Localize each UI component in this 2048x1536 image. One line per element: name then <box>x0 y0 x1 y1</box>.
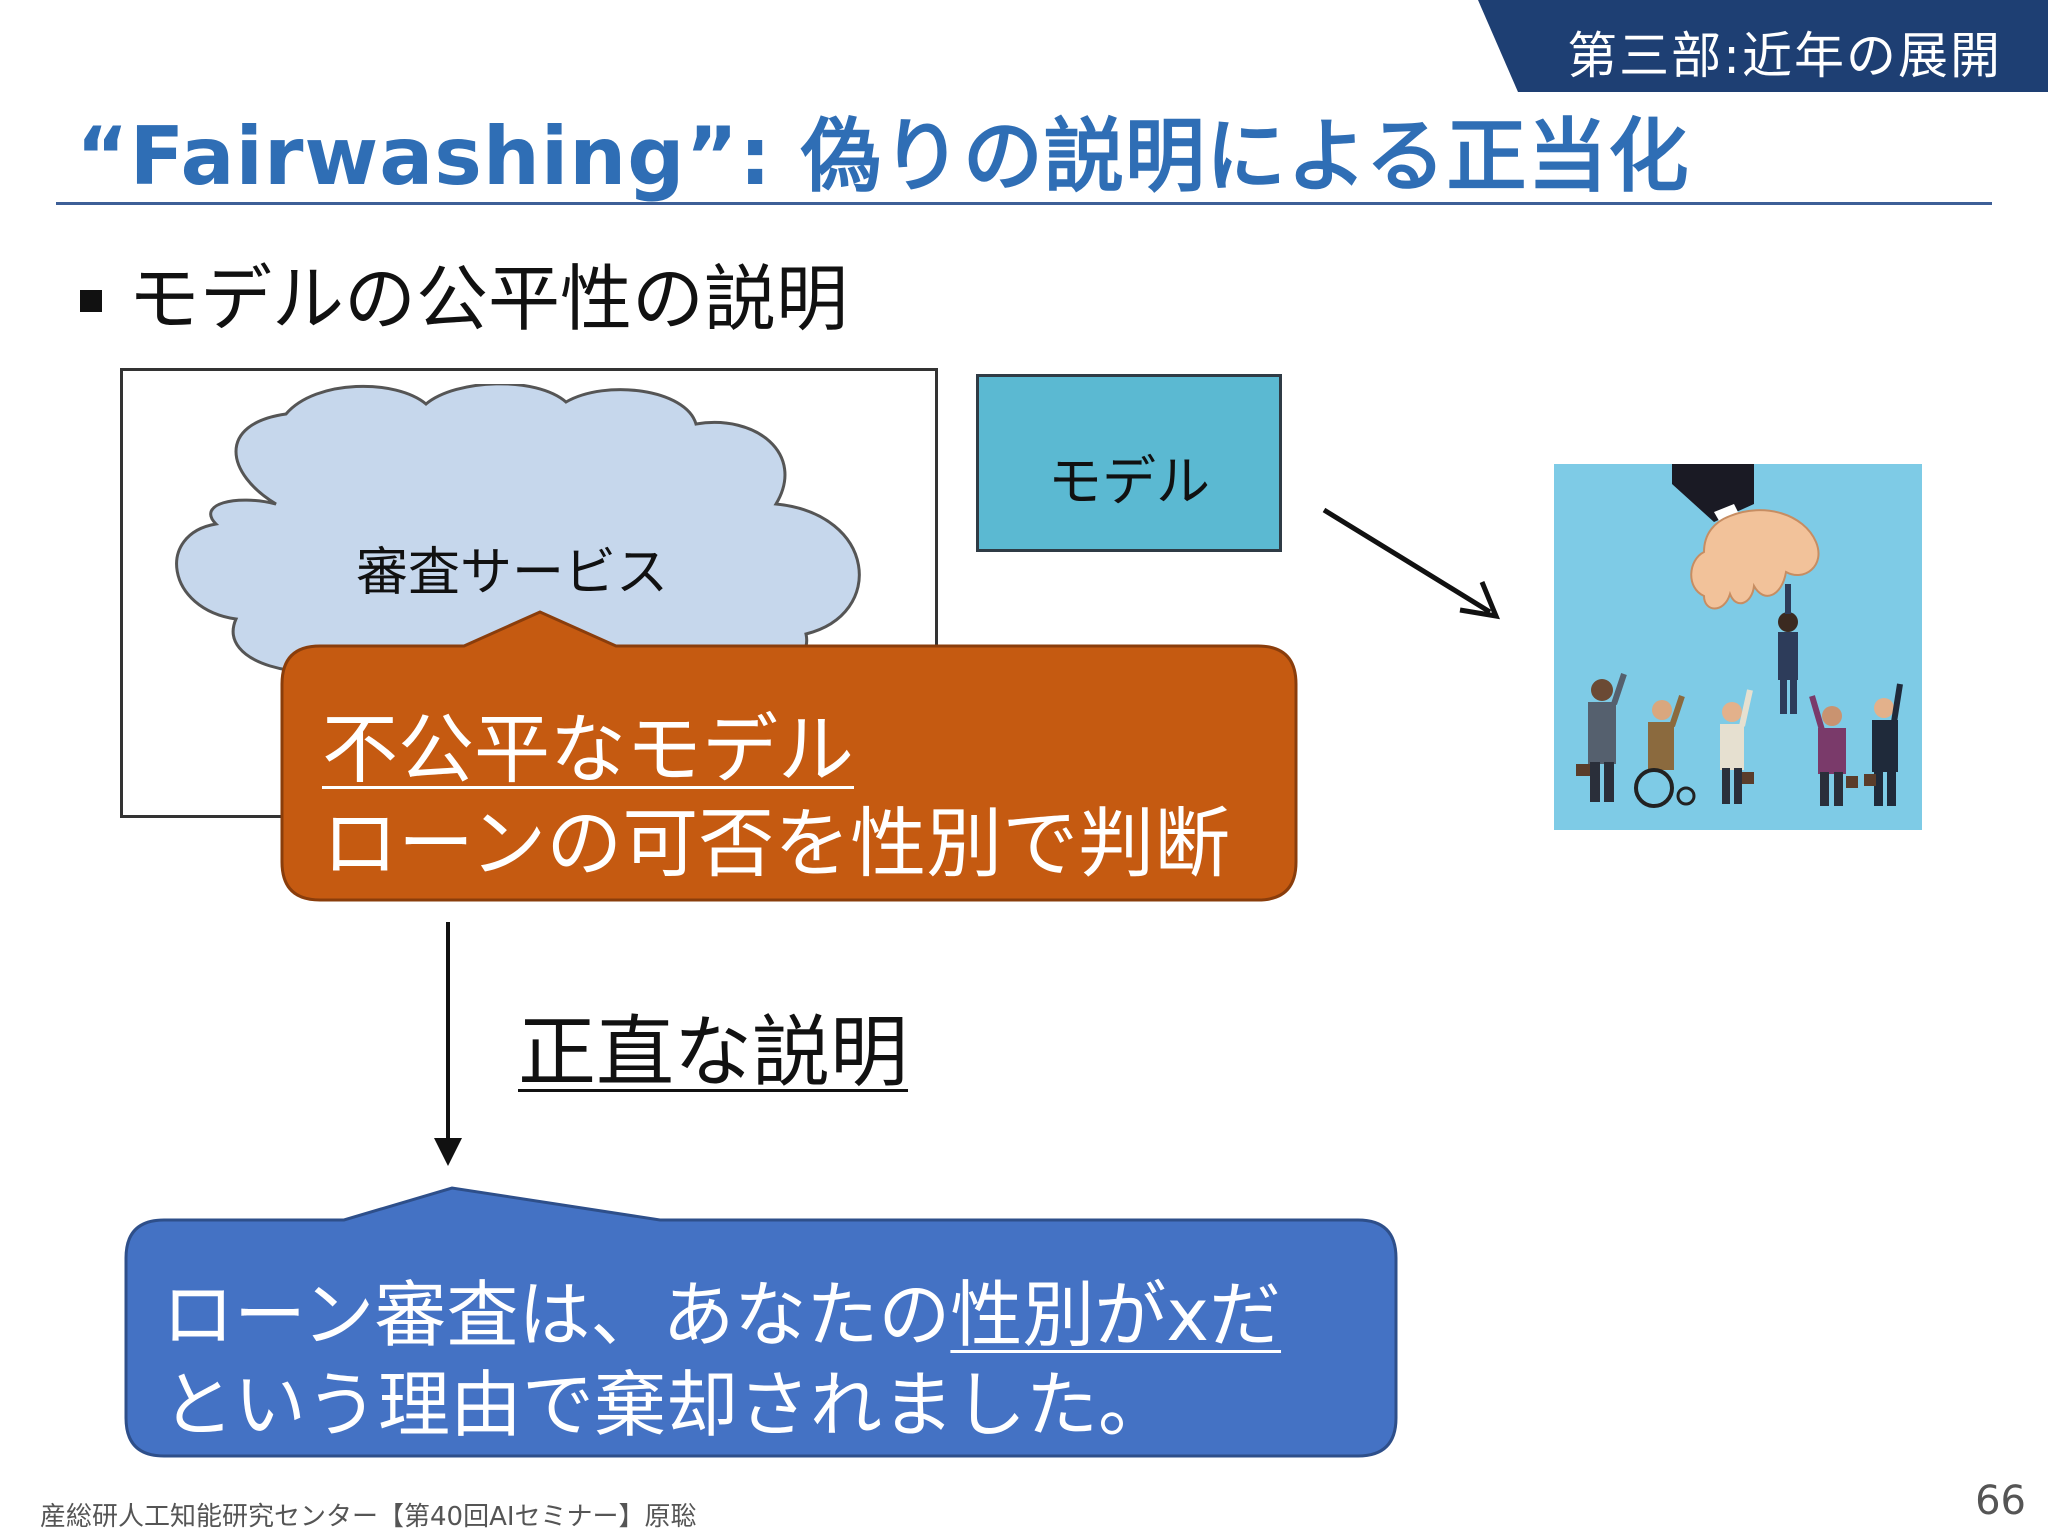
hiring-selection-illustration <box>1554 464 1922 830</box>
honest-explanation-label: 正直な説明 <box>518 1008 909 1098</box>
honest-explanation-prefix: ローン審査は、あなたの <box>162 1273 951 1357</box>
page-number: 66 <box>1975 1478 2026 1524</box>
honest-explanation-callout <box>124 1186 1398 1458</box>
arrow-down-icon <box>434 922 462 1166</box>
section-tag: 第三部:近年の展開 <box>1478 0 2048 92</box>
unfair-model-callout <box>280 610 1298 902</box>
section-tag-label: 第三部:近年の展開 <box>1567 27 2002 85</box>
honest-explanation-underlined: 性別がxだ <box>950 1273 1282 1357</box>
page-title: “Fairwashing”: 偽りの説明による正当化 <box>76 110 1690 203</box>
model-box: モデル <box>976 374 1282 552</box>
review-service-label: 審査サービス <box>356 543 669 603</box>
footer-credit: 産総研人工知能研究センター【第40回AIセミナー】原聡 <box>40 1502 697 1532</box>
cloud-icon <box>175 384 861 684</box>
honest-explanation-line2: という理由で棄却されました。 <box>162 1363 1171 1447</box>
unfair-model-title: 不公平なモデル <box>322 705 854 794</box>
title-divider <box>56 202 1992 205</box>
arrow-right-icon <box>1322 507 1501 620</box>
model-label: モデル <box>1048 450 1210 513</box>
bullet-square-icon <box>80 290 102 312</box>
honest-explanation-line1: ローン審査は、あなたの性別がxだ <box>162 1256 1281 1361</box>
unfair-model-description: ローンの可否を性別で判断 <box>322 799 1231 888</box>
bullet-text: モデルの公平性の説明 <box>128 257 849 341</box>
